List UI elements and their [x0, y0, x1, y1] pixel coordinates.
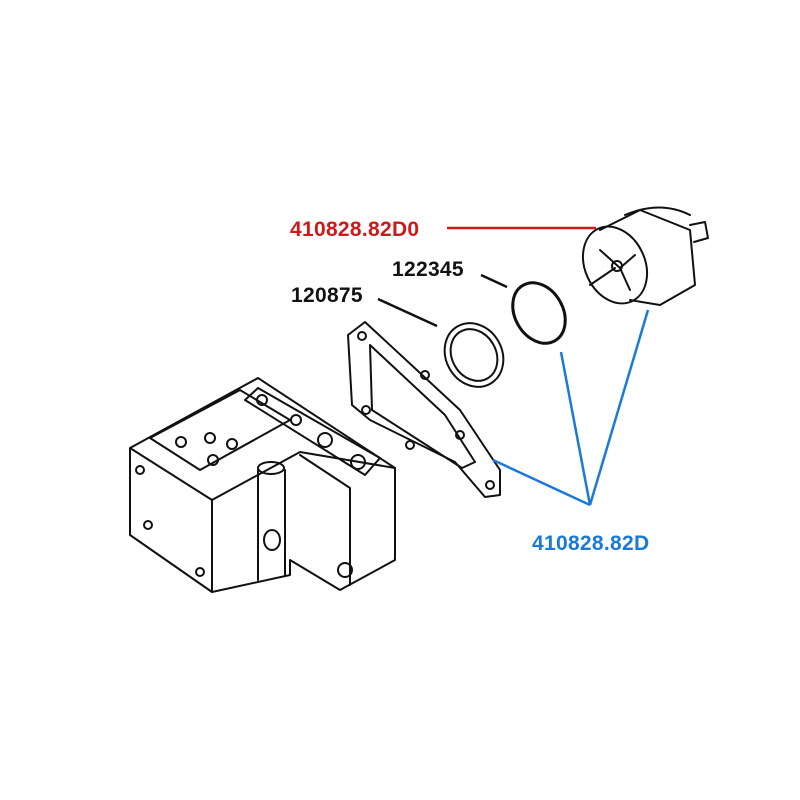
seal-part-number: 120875	[291, 284, 363, 307]
kit-leaders	[492, 309, 650, 507]
seal-leader	[377, 297, 438, 328]
seal-ring	[443, 322, 505, 388]
oring-leader	[480, 273, 508, 289]
thermostat-housing	[129, 377, 396, 593]
thermostat-part-number: 410828.82D0	[290, 218, 420, 241]
thermostat	[581, 206, 709, 306]
oring-part-number: 122345	[392, 258, 464, 281]
o-ring	[511, 281, 567, 345]
kit-part-number: 410828.82D	[532, 532, 650, 555]
gasket	[347, 321, 501, 498]
